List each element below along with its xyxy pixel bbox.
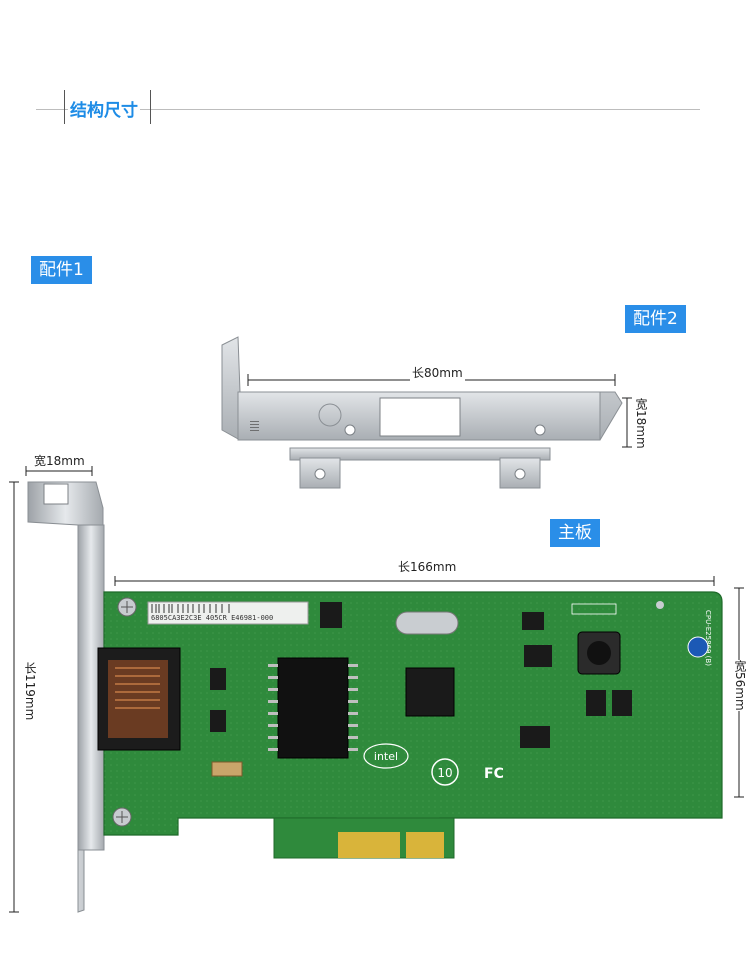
- dim-bracket2-width: 宽18mm: [634, 398, 648, 449]
- chip-marking: CPU-E25869 (B): [704, 610, 712, 666]
- network-card-board: intel 10 FC 6805CA3E2C3E 405CR E46981-00…: [97, 591, 723, 859]
- header-rule: [36, 109, 700, 110]
- dim-bracket2-length: 长80mm: [410, 364, 465, 381]
- tag-board: 主板: [550, 519, 600, 547]
- crystal-oscillator: [395, 611, 459, 635]
- dim-bracket1-length: 长119mm: [22, 662, 39, 721]
- dim-board-length: 长166mm: [396, 558, 459, 575]
- intel-text: intel: [374, 750, 398, 763]
- section-header: 结构尺寸: [36, 86, 700, 126]
- tag-part2: 配件2: [625, 305, 686, 333]
- barcode-text: 6805CA3E2C3E 405CR E46981-000: [151, 614, 273, 622]
- svg-text:10: 10: [437, 766, 452, 780]
- controller-chip: [405, 667, 455, 717]
- pcie-gold-fingers: [338, 832, 444, 858]
- eco-mark: [431, 758, 459, 786]
- dim-bracket1-width: 宽18mm: [34, 452, 85, 469]
- rj45-contacts: [108, 660, 168, 738]
- bracket-part1: [27, 481, 105, 913]
- section-title: 结构尺寸: [68, 96, 140, 121]
- svg-text:||||: ||||: [249, 420, 259, 432]
- header-tick-right: [150, 90, 151, 124]
- transformer: [277, 657, 349, 759]
- fc-mark: FC: [484, 766, 504, 782]
- tag-part1: 配件1: [31, 256, 92, 284]
- dim-board-width: 宽56mm: [732, 660, 749, 711]
- intel-logo: [363, 743, 409, 769]
- header-tick-left: [64, 90, 65, 124]
- bracket-part2: ||||: [221, 336, 623, 489]
